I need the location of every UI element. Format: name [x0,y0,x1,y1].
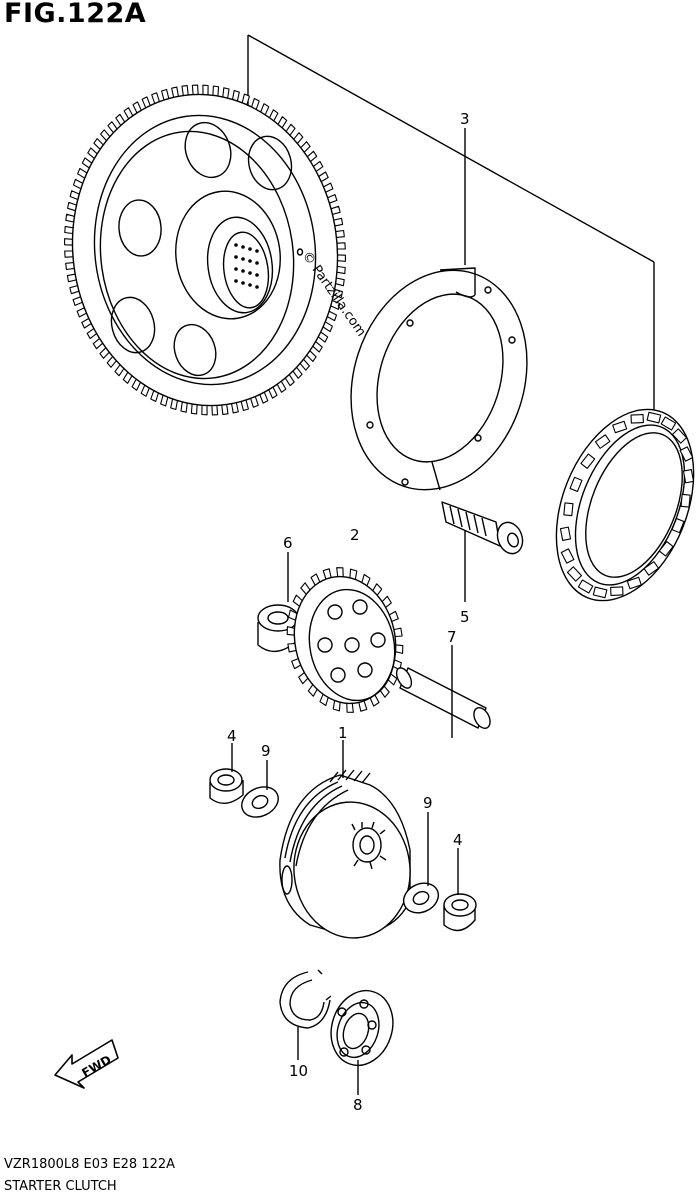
sprag [592,586,608,599]
sprag [563,502,574,517]
figure-title: FIG.122A [4,0,147,29]
hub-hole [241,257,245,261]
hub-hole [255,285,259,289]
bolt-5 [441,501,524,555]
sprag [671,517,685,534]
sprag [671,428,688,444]
bushing-4-right [443,893,477,932]
sprag [658,541,674,557]
idle-gear-2 [286,567,404,713]
callout-10: 10 [289,1062,308,1080]
hub-hole [241,269,245,273]
sprag [560,548,575,564]
snap-ring-10 [279,969,332,1029]
footer-name: STARTER CLUTCH [4,1179,117,1194]
hub-hole [234,267,238,271]
starter-driven-gear [64,84,346,416]
assembly-bracket [247,34,655,410]
sprag [569,476,583,493]
clutch-plate-3 [350,267,528,491]
callout-6: 6 [283,534,293,552]
sprag [660,416,677,431]
washer-9-right [402,882,440,914]
hub-hole [248,247,252,251]
sprag [612,420,628,434]
callout-9-left: 9 [261,742,271,760]
starter-clutch-1 [279,769,411,939]
sprag [643,561,660,576]
sprag [626,576,642,590]
sprag [580,453,596,469]
hub-hole [248,271,252,275]
callout-7: 7 [447,628,457,646]
hub-hole [248,283,252,287]
hub-hole [234,243,238,247]
bearing-8 [330,989,394,1067]
sprag [559,526,572,541]
callout-2: 2 [350,526,360,544]
sprag [679,446,694,462]
clutch-pinion [351,821,387,870]
hub-hole [241,245,245,249]
sprag [646,411,662,424]
callout-5: 5 [460,608,470,626]
fwd-arrow-icon [54,1039,119,1089]
sprag [577,579,594,594]
one-way-clutch [555,408,695,602]
sprag [680,493,691,508]
shaft-7 [395,667,491,729]
gear-teeth [64,84,346,416]
hub-hole [255,261,259,265]
sprag [594,434,611,449]
idle-gear-teeth [286,567,404,713]
hub-hole [248,259,252,263]
footer-code: VZR1800L8 E03 E28 122A [4,1157,176,1172]
hub-hole [234,255,238,259]
callout-3: 3 [460,110,470,128]
bushing-4-left [209,768,244,804]
callout-4-left: 4 [227,727,237,745]
hub-hole [255,273,259,277]
washer-9-left [241,786,279,818]
sprag [610,586,624,597]
callout-1: 1 [338,724,348,742]
callout-4-right: 4 [453,831,463,849]
callout-9-right: 9 [423,794,433,812]
hub-hole [234,279,238,283]
sprag [566,566,583,582]
hub-hole [241,281,245,285]
sprag [682,469,695,484]
hub-hole [255,249,259,253]
sprag [630,413,644,424]
callout-8: 8 [353,1096,363,1114]
bushing-6 [257,604,299,653]
